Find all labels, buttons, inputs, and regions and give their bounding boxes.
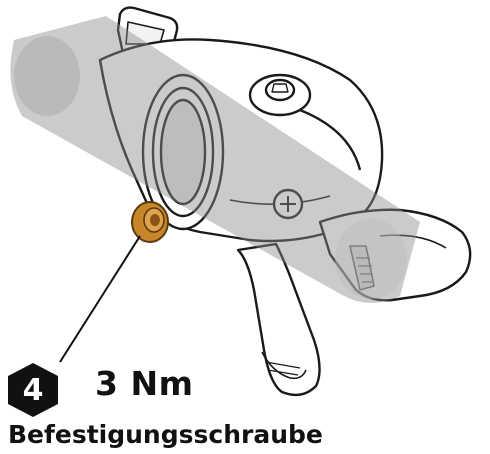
hexagon-badge-icon [8, 363, 58, 417]
step-number: 4 [22, 372, 44, 408]
handlebar-tube [10, 16, 421, 303]
step-number-badge: 4 [7, 362, 59, 418]
clamp-bolt-highlight [131, 201, 169, 243]
part-label: Befestigungsschraube [8, 420, 323, 449]
shifter-lever-art [98, 6, 472, 397]
leader-line [59, 235, 141, 363]
torque-value: 3 Nm [95, 364, 194, 403]
